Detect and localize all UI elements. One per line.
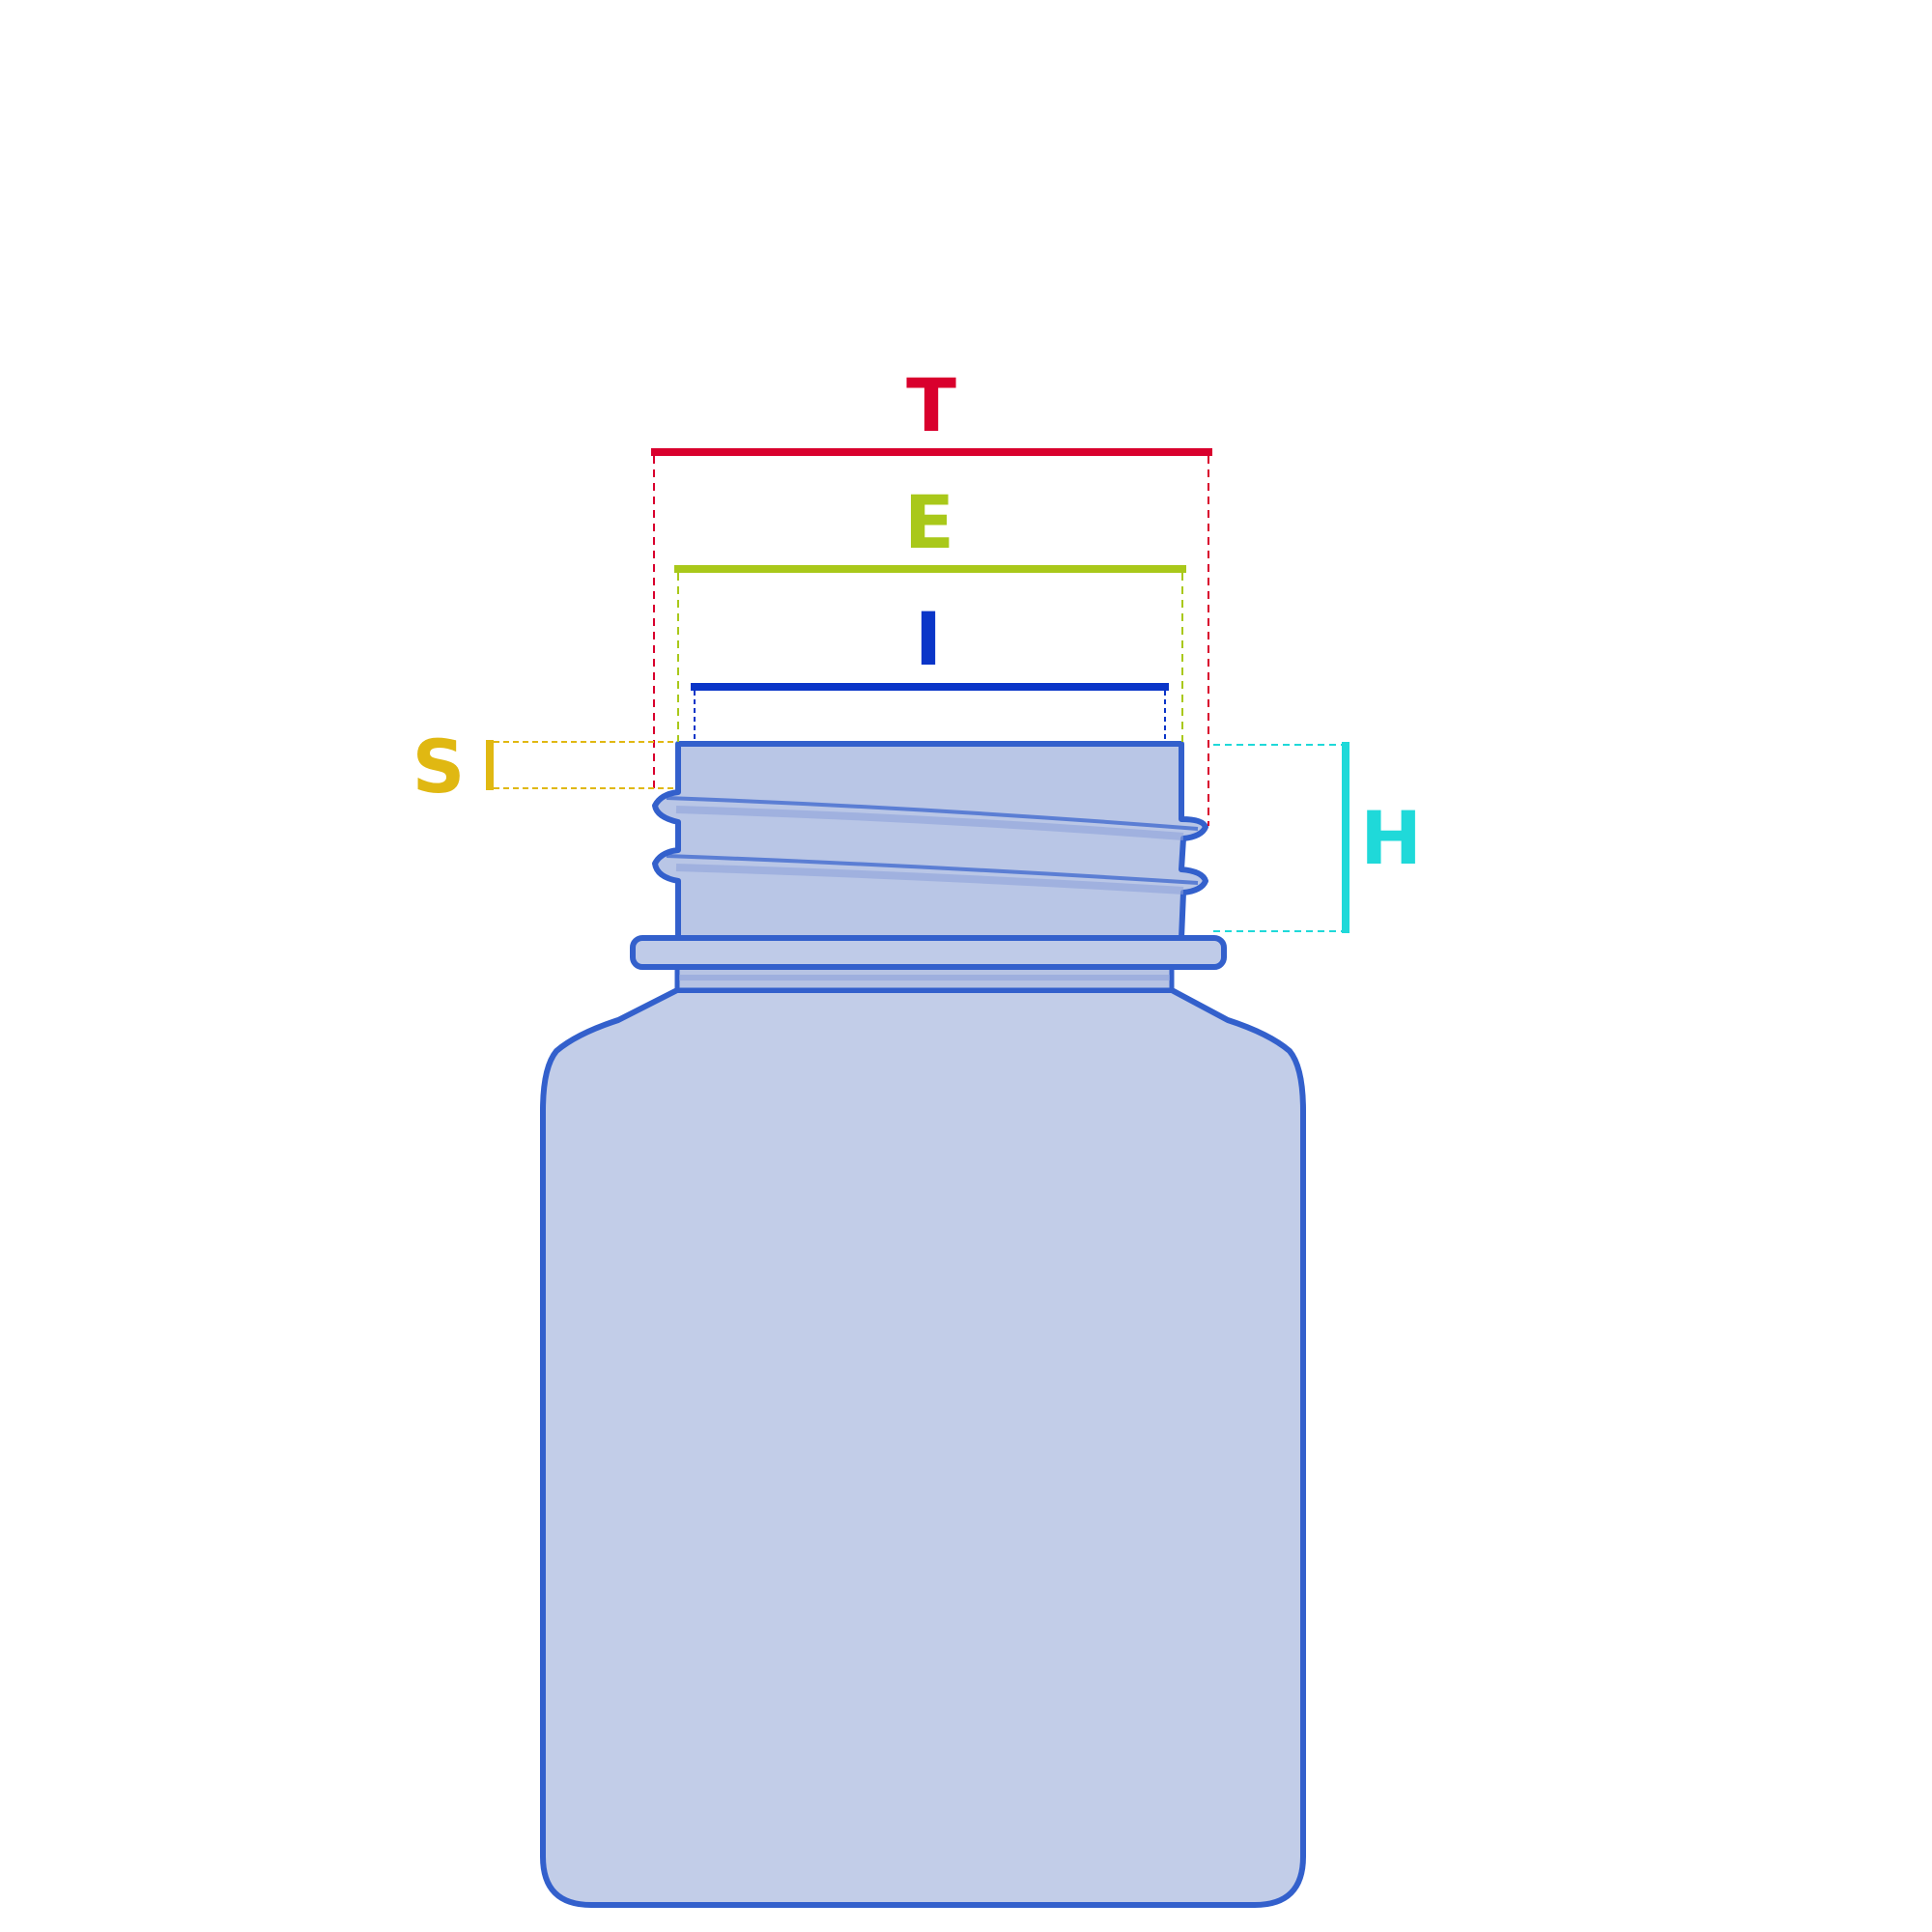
dimension-S: S <box>412 724 676 810</box>
dimension-H-label: H <box>1360 795 1422 881</box>
dimension-H: H <box>1213 742 1422 933</box>
dimension-E: E <box>674 479 1186 742</box>
bottle <box>540 741 1306 1908</box>
neck-finish <box>652 741 1208 941</box>
thread-line-upper <box>666 796 1199 831</box>
thread-line-upper-shadow <box>675 806 1184 840</box>
dimension-I: I <box>691 596 1169 742</box>
dimension-I-label: I <box>915 596 942 682</box>
neck-support-ring <box>630 935 1227 970</box>
dimension-T-label: T <box>906 362 956 448</box>
dimension-T: T <box>651 362 1212 826</box>
bottle-body <box>540 987 1306 1908</box>
thread-line-lower-shadow <box>675 864 1184 895</box>
dimension-S-label: S <box>412 724 466 810</box>
dimension-E-label: E <box>904 479 954 565</box>
thread-line-lower <box>666 854 1199 885</box>
